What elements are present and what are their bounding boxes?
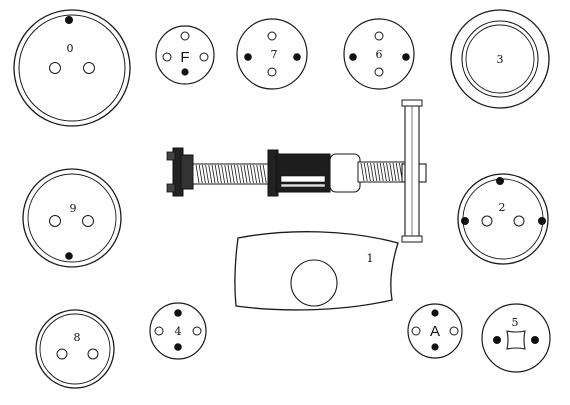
pin-hole: [411, 326, 421, 336]
pin-dot: [431, 309, 439, 317]
thread-line: [386, 162, 390, 182]
pin-dot: [174, 343, 182, 351]
adapter-disc-3: 3: [450, 9, 550, 109]
adapter-label-5: 5: [512, 316, 519, 329]
plate-center-hole: [290, 259, 338, 307]
spindle-press-tool: [166, 99, 427, 243]
thread-line: [395, 162, 400, 182]
adapter-label-4: 4: [175, 325, 182, 338]
pin-hole: [49, 62, 61, 74]
pin-dot: [496, 177, 504, 185]
thread-line: [379, 162, 384, 182]
thread-line: [202, 164, 206, 184]
thread-line: [208, 164, 213, 184]
thread-line: [373, 162, 378, 182]
thread-line: [195, 164, 200, 184]
pin-hole: [481, 215, 493, 227]
bearing-cap: [329, 153, 361, 193]
pin-dot: [461, 217, 469, 225]
pin-hole: [199, 52, 209, 62]
pin-hole: [154, 326, 164, 336]
pin-dot: [293, 53, 301, 61]
thread-line: [360, 162, 365, 182]
thread-line: [383, 162, 387, 182]
thread-line: [211, 164, 216, 184]
adapter-disc-8: 8: [35, 309, 115, 389]
thread-line: [367, 162, 371, 182]
thread-line: [240, 164, 245, 184]
pin-hole: [83, 62, 95, 74]
pin-hole: [180, 31, 190, 41]
thread-line: [259, 164, 264, 184]
thread-line: [392, 162, 397, 182]
thread-line: [218, 164, 222, 184]
pin-hole: [267, 67, 277, 77]
pin-hole: [374, 67, 384, 77]
thread-line: [205, 164, 209, 184]
adapter-disc-0: 0: [13, 9, 131, 127]
adapter-disc-7: 7: [236, 18, 308, 90]
adapter-disc-9: 9: [22, 168, 122, 268]
pin-hole: [87, 348, 99, 360]
thread-line: [243, 164, 248, 184]
thread-line: [250, 164, 254, 184]
pin-hole: [192, 326, 202, 336]
adapter-label-3: 3: [497, 53, 504, 66]
pin-dot: [65, 16, 73, 24]
thread-line: [363, 162, 368, 182]
pressure-plate-1: 1: [234, 231, 399, 311]
thread-line: [256, 164, 261, 184]
thread-line: [376, 162, 381, 182]
thread-line: [230, 164, 235, 184]
adapter-label-A: A: [430, 323, 440, 340]
pin-hole: [49, 215, 61, 227]
adapter-label-0: 0: [67, 42, 74, 55]
thread-line: [262, 164, 267, 184]
adapter-disc-2: 2: [457, 173, 549, 265]
pin-dot: [402, 53, 410, 61]
pin-hole: [513, 215, 525, 227]
adapter-label-9: 9: [70, 202, 77, 215]
adapter-label-7: 7: [271, 48, 278, 61]
pin-dot: [65, 252, 73, 260]
thread-line: [246, 164, 251, 184]
pin-dot: [531, 336, 539, 344]
adapter-disc-4: 4: [149, 302, 207, 360]
thread-line: [227, 164, 232, 184]
adapter-disc-F: F: [155, 25, 215, 85]
pin-dot: [493, 336, 501, 344]
adapter-label-2: 2: [499, 201, 506, 214]
square-drive-hole: [506, 330, 526, 350]
adapter-disc-6: 6: [343, 18, 415, 90]
adapter-label-F: F: [180, 49, 189, 66]
pin-dot: [181, 68, 189, 76]
thread-line: [234, 164, 238, 184]
pin-dot: [244, 53, 252, 61]
thread-line: [389, 162, 394, 182]
adapter-disc-A: A: [407, 303, 463, 359]
thread-line: [370, 162, 374, 182]
pin-dot: [174, 309, 182, 317]
pin-hole: [374, 31, 384, 41]
pin-dot: [431, 343, 439, 351]
pin-hole: [82, 215, 94, 227]
pin-dot: [349, 53, 357, 61]
adapter-label-6: 6: [376, 48, 383, 61]
thread-line: [214, 164, 219, 184]
thread-line: [221, 164, 225, 184]
pin-hole: [267, 31, 277, 41]
adapter-label-8: 8: [74, 331, 81, 344]
thread-line: [198, 164, 203, 184]
thread-line: [253, 164, 257, 184]
thread-line: [224, 164, 229, 184]
pin-hole: [449, 326, 459, 336]
pin-dot: [538, 217, 546, 225]
pin-hole: [56, 348, 68, 360]
thread-line: [237, 164, 241, 184]
adapter-label-1: 1: [367, 252, 374, 265]
pin-hole: [162, 52, 172, 62]
adapter-disc-5: 5: [481, 303, 551, 373]
